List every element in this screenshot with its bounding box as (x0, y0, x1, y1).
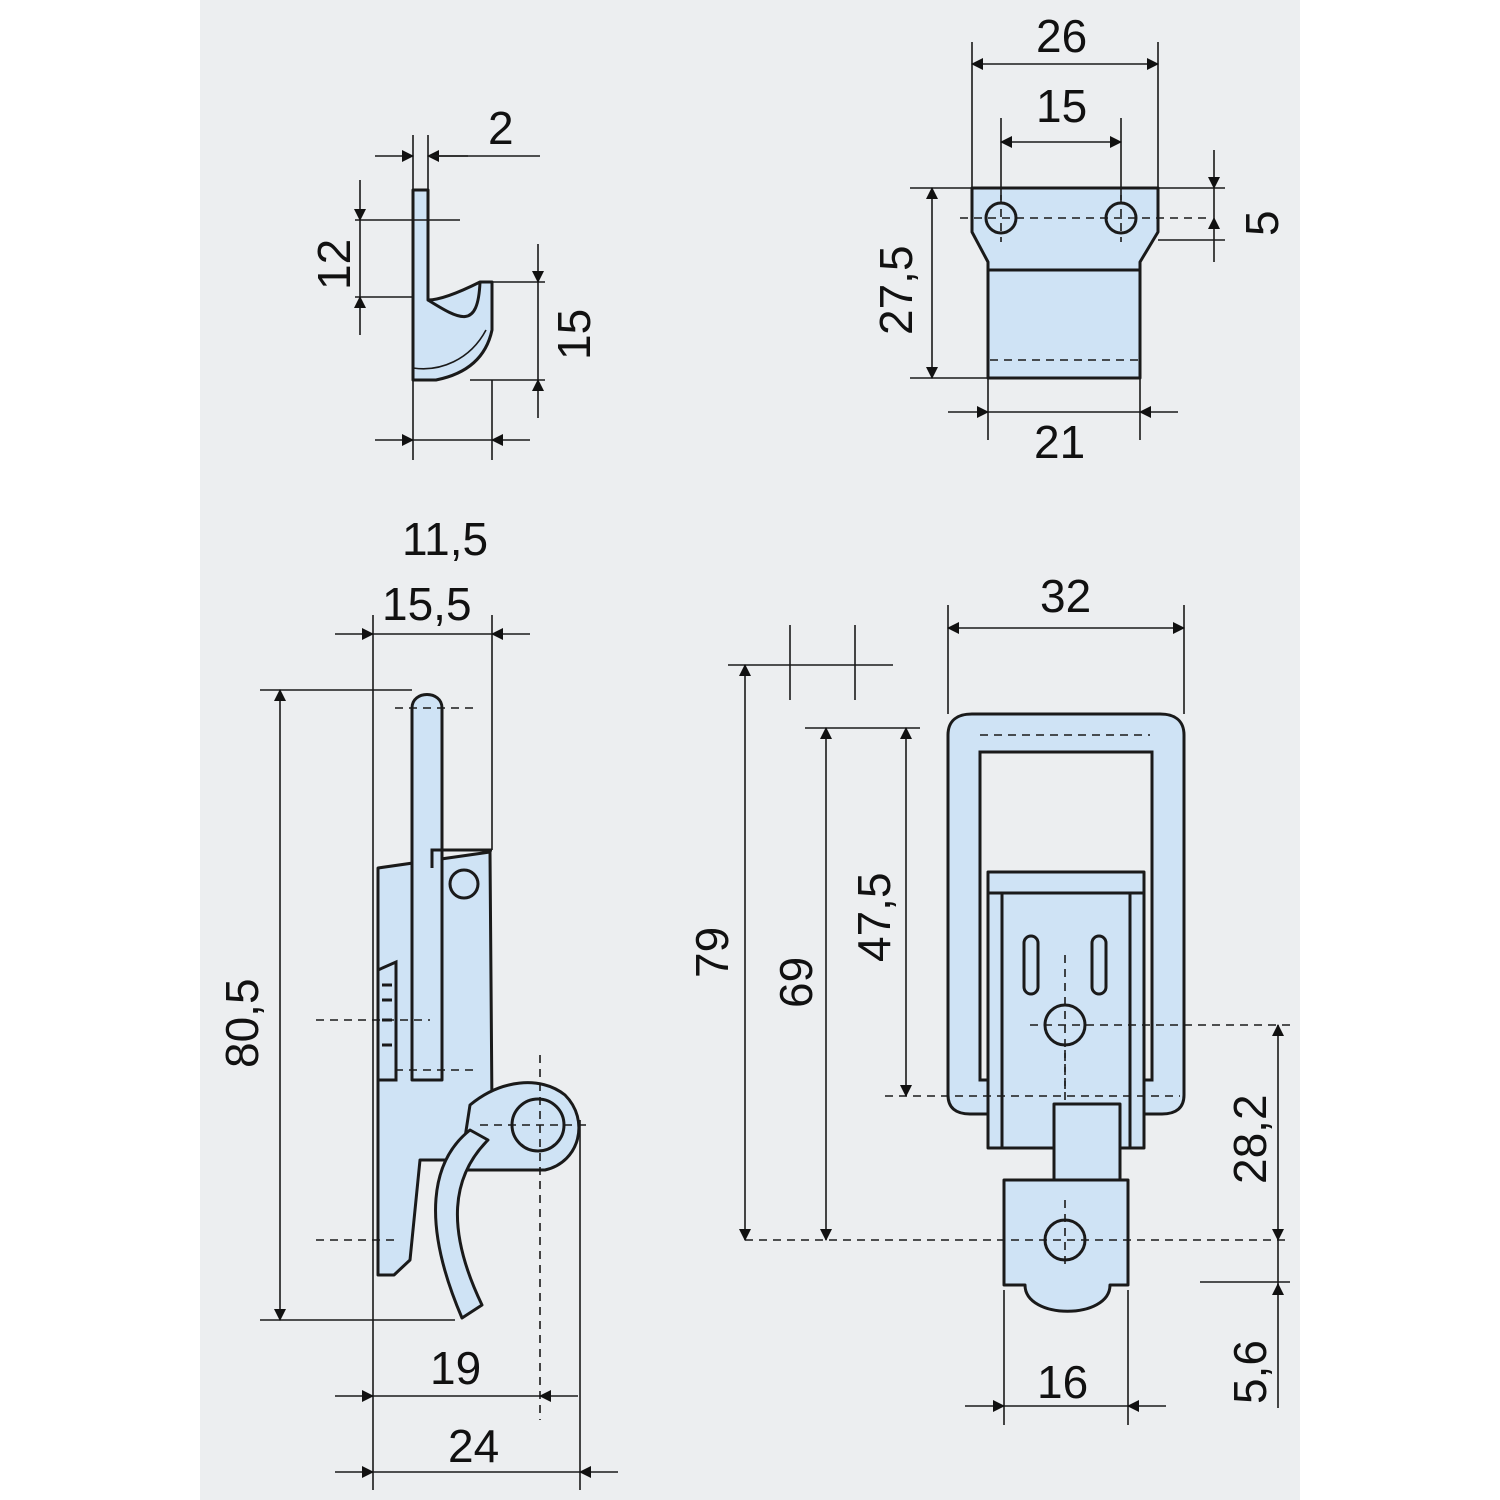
latch-catch-edge (430, 848, 492, 868)
hook-side-view: 2 12 15 (308, 102, 600, 460)
latch-tongue (1002, 1178, 1130, 1313)
dim-hole-offset: 5 (1236, 210, 1288, 236)
dim-thickness: 2 (488, 102, 514, 154)
dim-width-outer: 26 (1036, 10, 1087, 62)
hook-side-outline (411, 188, 494, 382)
latch-tab (377, 959, 398, 1082)
dim-bail-length: 47,5 (848, 872, 900, 962)
dim-height: 27,5 (870, 245, 922, 335)
dim-width-base: 21 (1034, 416, 1085, 468)
hook-inner-curve (427, 281, 482, 319)
dim-hole-pitch: 15 (1036, 80, 1087, 132)
dim-pitch-length: 69 (770, 957, 822, 1008)
latch-front-view: 32 79 69 47,5 28,2 5,6 16 (686, 570, 1290, 1425)
dim-tongue-width: 16 (1037, 1356, 1088, 1408)
hook-lip-edge (412, 329, 487, 370)
dim-hook-height: 12 (308, 239, 360, 290)
hook-front-plate (970, 186, 1160, 380)
dim-depth-b: 24 (448, 1420, 499, 1472)
dim-width: 32 (1040, 570, 1091, 622)
dim-overall-length: 79 (686, 927, 738, 978)
dim-offset-a: 11,5 (402, 513, 488, 565)
latch-window (1052, 1102, 1122, 1182)
dim-hole-to-hole: 28,2 (1224, 1094, 1276, 1184)
dim-offset-b: 15,5 (382, 578, 472, 630)
latch-rivet (448, 868, 480, 900)
latch-lever-arm (410, 693, 444, 1082)
slot-right (1090, 934, 1108, 996)
latch-tab-ticks (382, 983, 392, 1047)
dim-height: 80,5 (216, 978, 268, 1068)
hook-front-view: 26 15 27,5 5 21 (870, 10, 1288, 468)
slot-left (1022, 934, 1040, 996)
dim-mouth: 15 (548, 309, 600, 360)
latch-side-view: 11,5 15,5 80,5 19 24 (216, 513, 618, 1490)
dim-depth-a: 19 (430, 1342, 481, 1394)
dim-tip: 5,6 (1224, 1340, 1276, 1404)
latch-spring-hook (434, 1128, 490, 1320)
